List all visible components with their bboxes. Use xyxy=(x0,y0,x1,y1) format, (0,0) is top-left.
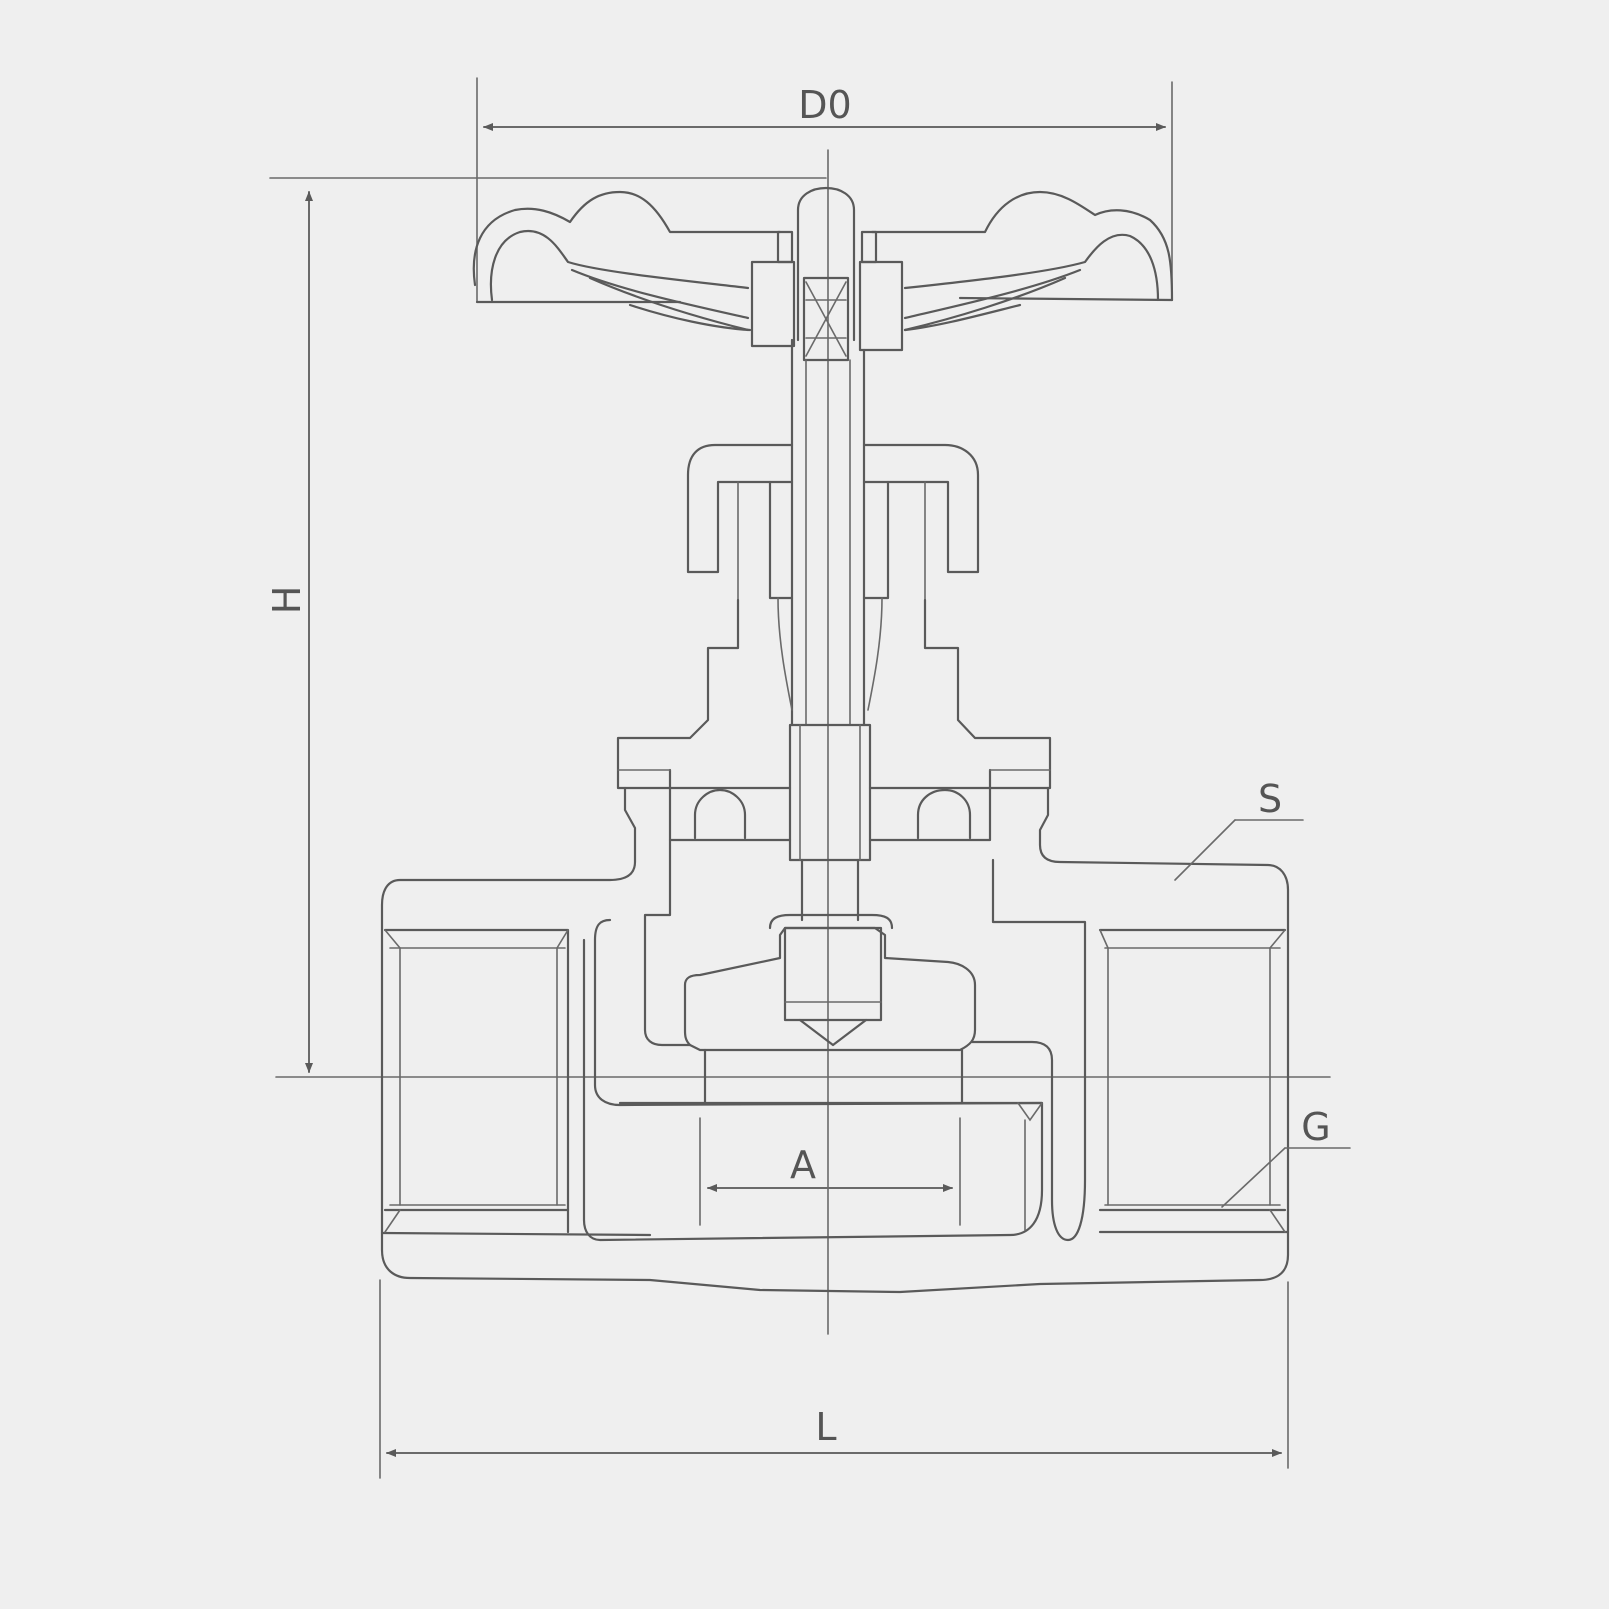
label-s: S xyxy=(1258,777,1282,821)
dimension-label-l: L xyxy=(815,1405,836,1449)
dimension-label-h: H xyxy=(265,586,309,615)
seat-passage xyxy=(582,918,1044,1242)
dimension-label-d0: D0 xyxy=(798,83,851,127)
valve-body xyxy=(380,786,1290,1294)
left-port xyxy=(383,928,570,1234)
handwheel xyxy=(472,186,1174,362)
dimension-l: L xyxy=(379,1279,1289,1479)
dimension-label-a: A xyxy=(790,1143,816,1187)
dimension-h: H xyxy=(265,177,1331,1078)
leader-s: S xyxy=(1174,777,1304,881)
dimension-d0: D0 xyxy=(476,77,1173,303)
right-port xyxy=(1098,928,1287,1233)
leader-g: G xyxy=(1221,1105,1351,1208)
packing-nut xyxy=(686,443,980,711)
valve-disc xyxy=(683,913,977,1052)
bonnet xyxy=(616,598,1052,842)
label-g: G xyxy=(1301,1105,1330,1149)
dimension-a: A xyxy=(699,1117,961,1226)
valve-stem xyxy=(788,338,872,922)
